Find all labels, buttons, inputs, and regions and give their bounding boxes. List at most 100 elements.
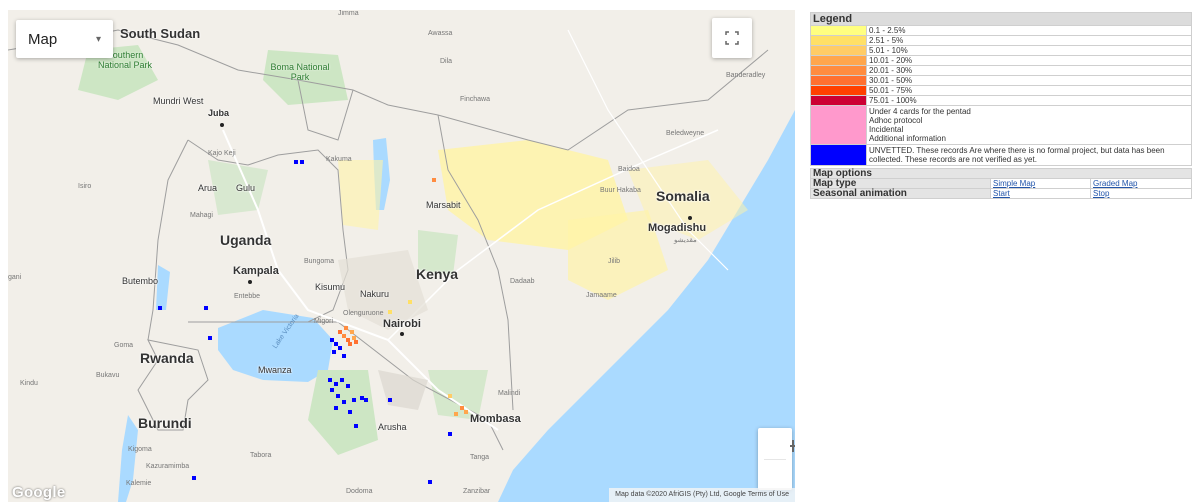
label-goma: Goma <box>114 342 134 349</box>
record-marker <box>364 398 368 402</box>
city-dot-juba <box>220 123 224 127</box>
label-bukavu: Bukavu <box>96 372 120 379</box>
label-uganda: Uganda <box>220 232 272 248</box>
record-marker <box>354 424 358 428</box>
pink-line: Adhoc protocol <box>869 116 923 125</box>
label-marsabit: Marsabit <box>426 200 461 210</box>
label-awassa: Awassa <box>428 30 453 37</box>
map-attribution[interactable]: Map data ©2020 AfriGIS (Pty) Ltd, Google… <box>609 488 795 502</box>
record-marker <box>328 378 332 382</box>
legend-row: 30.01 - 50% <box>810 75 1192 86</box>
legend-swatch <box>810 75 867 86</box>
legend-row: 0.1 - 2.5% <box>810 25 1192 36</box>
label-kigoma: Kigoma <box>128 446 152 453</box>
legend-rows: 0.1 - 2.5%2.51 - 5%5.01 - 10%10.01 - 20%… <box>810 25 1192 106</box>
legend-title: Legend <box>810 12 1192 26</box>
legend-swatch <box>810 25 867 36</box>
label-jilib: Jilib <box>608 258 621 265</box>
label-mogadishu-ar: مقديشو <box>674 237 697 244</box>
record-marker <box>294 160 298 164</box>
record-marker <box>334 342 338 346</box>
record-marker <box>350 330 354 334</box>
label-entebbe: Entebbe <box>234 293 261 300</box>
record-marker <box>348 410 352 414</box>
label-mundri-west: Mundri West <box>153 96 204 106</box>
record-marker <box>408 300 412 304</box>
record-marker <box>330 388 334 392</box>
seasonal-animation-label: Seasonal animation <box>810 188 991 199</box>
legend-label: 50.01 - 75% <box>866 85 1192 96</box>
label-baidoa: Baidoa <box>618 166 640 173</box>
graded-map-link[interactable]: Graded Map <box>1093 179 1138 188</box>
legend-swatch <box>810 85 867 96</box>
legend-unvetted-label: UNVETTED. These records Are where there … <box>866 144 1192 166</box>
label-dodoma: Dodoma <box>346 488 373 495</box>
record-marker <box>342 354 346 358</box>
legend-label: 5.01 - 10% <box>866 45 1192 56</box>
record-marker <box>352 398 356 402</box>
zoom-plus-icon[interactable] <box>790 438 795 454</box>
legend-swatch <box>810 55 867 66</box>
legend-row: 50.01 - 75% <box>810 85 1192 96</box>
record-marker <box>338 346 342 350</box>
fullscreen-button[interactable] <box>712 18 752 58</box>
label-tanga: Tanga <box>470 454 490 461</box>
label-kajo-keji: Kajo Keji <box>208 150 236 157</box>
record-marker <box>334 406 338 410</box>
map-type-row-label: Map type <box>810 178 991 189</box>
legend-label: 10.01 - 20% <box>866 55 1192 66</box>
record-marker <box>428 480 432 484</box>
label-mombasa: Mombasa <box>470 413 521 425</box>
legend-table: Legend 0.1 - 2.5%2.51 - 5%5.01 - 10%10.0… <box>810 12 1192 166</box>
map-options-title: Map options <box>810 168 1192 179</box>
record-marker <box>454 412 458 416</box>
legend-label: 2.51 - 5% <box>866 35 1192 46</box>
label-southern-national-park: Southern National Park <box>97 50 153 70</box>
label-nakuru: Nakuru <box>360 289 390 299</box>
legend-swatch <box>810 95 867 106</box>
record-marker <box>352 336 356 340</box>
legend-row: 75.01 - 100% <box>810 95 1192 106</box>
city-dot-mogadishu <box>688 216 692 220</box>
label-kindu: Kindu <box>20 380 38 387</box>
label-jimma: Jimma <box>338 10 359 17</box>
record-marker <box>360 396 364 400</box>
stop-link[interactable]: Stop <box>1093 189 1110 198</box>
record-marker <box>334 382 338 386</box>
record-marker <box>336 394 340 398</box>
pink-line: Incidental <box>869 125 904 134</box>
record-marker <box>348 342 352 346</box>
label-beledweyne: Beledweyne <box>666 130 705 137</box>
label-mwanza: Mwanza <box>258 365 292 375</box>
map-basemap <box>8 10 795 502</box>
city-dot-kampala <box>248 280 252 284</box>
legend-row: 2.51 - 5% <box>810 35 1192 46</box>
label-kalemie: Kalemie <box>126 480 152 487</box>
legend-swatch <box>810 45 867 56</box>
label-kampala: Kampala <box>233 265 279 277</box>
label-bungoma: Bungoma <box>304 258 334 265</box>
map-type-dropdown[interactable]: Map ▾ <box>16 20 113 58</box>
label-tabora: Tabora <box>250 452 272 459</box>
map-view[interactable]: South Sudan Southern National Park Boma … <box>8 10 795 502</box>
map-options-table: Map options Map type Simple Map Graded M… <box>810 168 1192 199</box>
start-link[interactable]: Start <box>993 189 1010 198</box>
label-arusha: Arusha <box>378 422 407 432</box>
label-kisumu: Kisumu <box>315 282 346 292</box>
record-marker <box>330 338 334 342</box>
pink-line: Under 4 cards for the pentad <box>869 107 971 116</box>
side-panel: Legend 0.1 - 2.5%2.51 - 5%5.01 - 10%10.0… <box>810 12 1192 199</box>
label-south-sudan: South Sudan <box>120 26 201 41</box>
legend-swatch-unvetted <box>810 144 867 166</box>
record-marker <box>388 398 392 402</box>
record-marker <box>448 432 452 436</box>
simple-map-link[interactable]: Simple Map <box>993 179 1036 188</box>
label-arua: Arua <box>198 183 218 193</box>
record-marker <box>448 394 452 398</box>
fullscreen-icon <box>725 31 739 45</box>
record-marker <box>432 178 436 182</box>
label-mahagi: Mahagi <box>190 212 213 219</box>
label-rwanda: Rwanda <box>140 350 194 366</box>
record-marker <box>204 306 208 310</box>
zoom-control[interactable] <box>758 428 792 490</box>
